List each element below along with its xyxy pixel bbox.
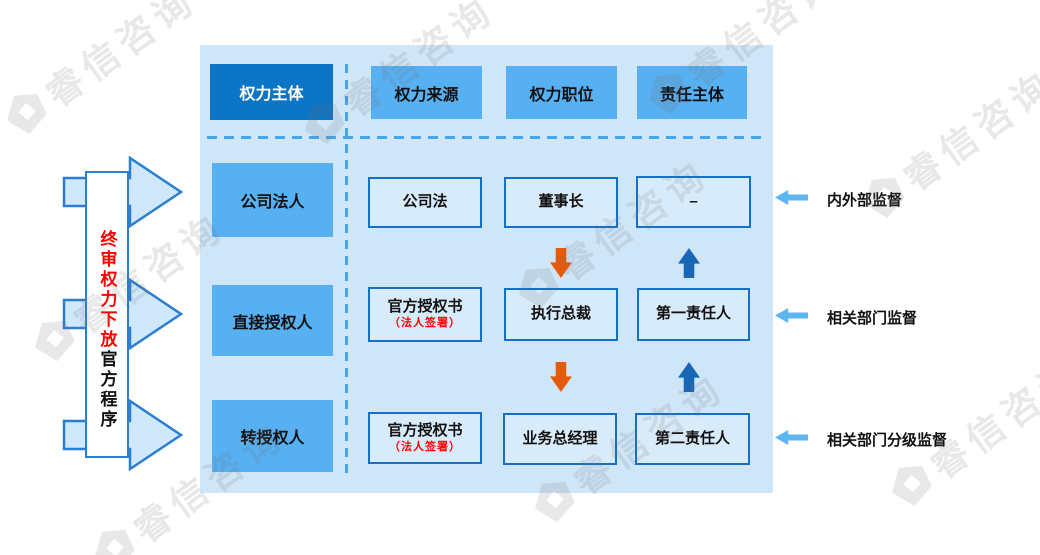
brand-logo-icon <box>892 465 932 507</box>
row-label-sub-authorizer: 转授权人 <box>212 400 333 472</box>
cell-text: 第一责任人 <box>655 305 731 323</box>
cell-row1-position: 董事长 <box>504 177 618 228</box>
horizontal-dashed-divider <box>207 136 767 139</box>
final-authority-delegation-box: 终审权力下放官方程序 <box>85 171 129 458</box>
row-label-direct-authorizer: 直接授权人 <box>212 285 333 356</box>
cell-row3-source: 官方授权书 （法人签署） <box>368 412 482 464</box>
cell-note: （法人签署） <box>389 440 461 453</box>
supervision-label-2: 相关部门监督 <box>827 310 918 327</box>
header-power-source: 权力来源 <box>371 66 482 119</box>
cell-row1-responsible: – <box>636 176 751 228</box>
cell-row2-source: 官方授权书 （法人签署） <box>368 287 482 342</box>
cell-text: 执行总裁 <box>530 305 591 323</box>
official-procedure-label: 官方程序 <box>97 349 117 430</box>
cell-text: 董事长 <box>538 193 584 211</box>
header-power-position: 权力职位 <box>506 66 617 119</box>
cell-row1-source: 公司法 <box>368 177 482 228</box>
header-power-subject: 权力主体 <box>210 64 333 120</box>
cell-row2-position: 执行总裁 <box>504 288 618 341</box>
cell-row3-responsible: 第二责任人 <box>635 413 750 465</box>
cell-text: 官方授权书 <box>387 421 463 439</box>
cell-text: 官方授权书 <box>387 298 463 316</box>
brand-logo-icon <box>7 93 47 135</box>
header-responsible-subject: 责任主体 <box>637 66 747 119</box>
supervision-left-arrow-2 <box>775 308 808 323</box>
cell-text: – <box>689 192 698 210</box>
final-authority-label: 终审权力下放 <box>97 229 117 350</box>
supervision-label-1: 内外部监督 <box>827 192 903 209</box>
vertical-label: 终审权力下放官方程序 <box>97 229 117 430</box>
brand-logo-icon <box>95 529 135 555</box>
cell-row3-position: 业务总经理 <box>503 413 617 465</box>
cell-text: 业务总经理 <box>522 429 598 447</box>
cell-text: 第二责任人 <box>654 429 730 447</box>
supervision-label-3: 相关部门分级监督 <box>827 432 948 449</box>
row-label-corporate-legal-person: 公司法人 <box>212 163 333 237</box>
cell-text: 公司法 <box>402 193 448 211</box>
vertical-dashed-divider <box>345 64 348 479</box>
cell-note: （法人签署） <box>389 317 461 329</box>
supervision-left-arrow-1 <box>775 190 808 205</box>
watermark: 睿信咨询 <box>0 0 206 146</box>
cell-row2-responsible: 第一责任人 <box>637 288 750 341</box>
supervision-left-arrow-3 <box>775 430 808 445</box>
